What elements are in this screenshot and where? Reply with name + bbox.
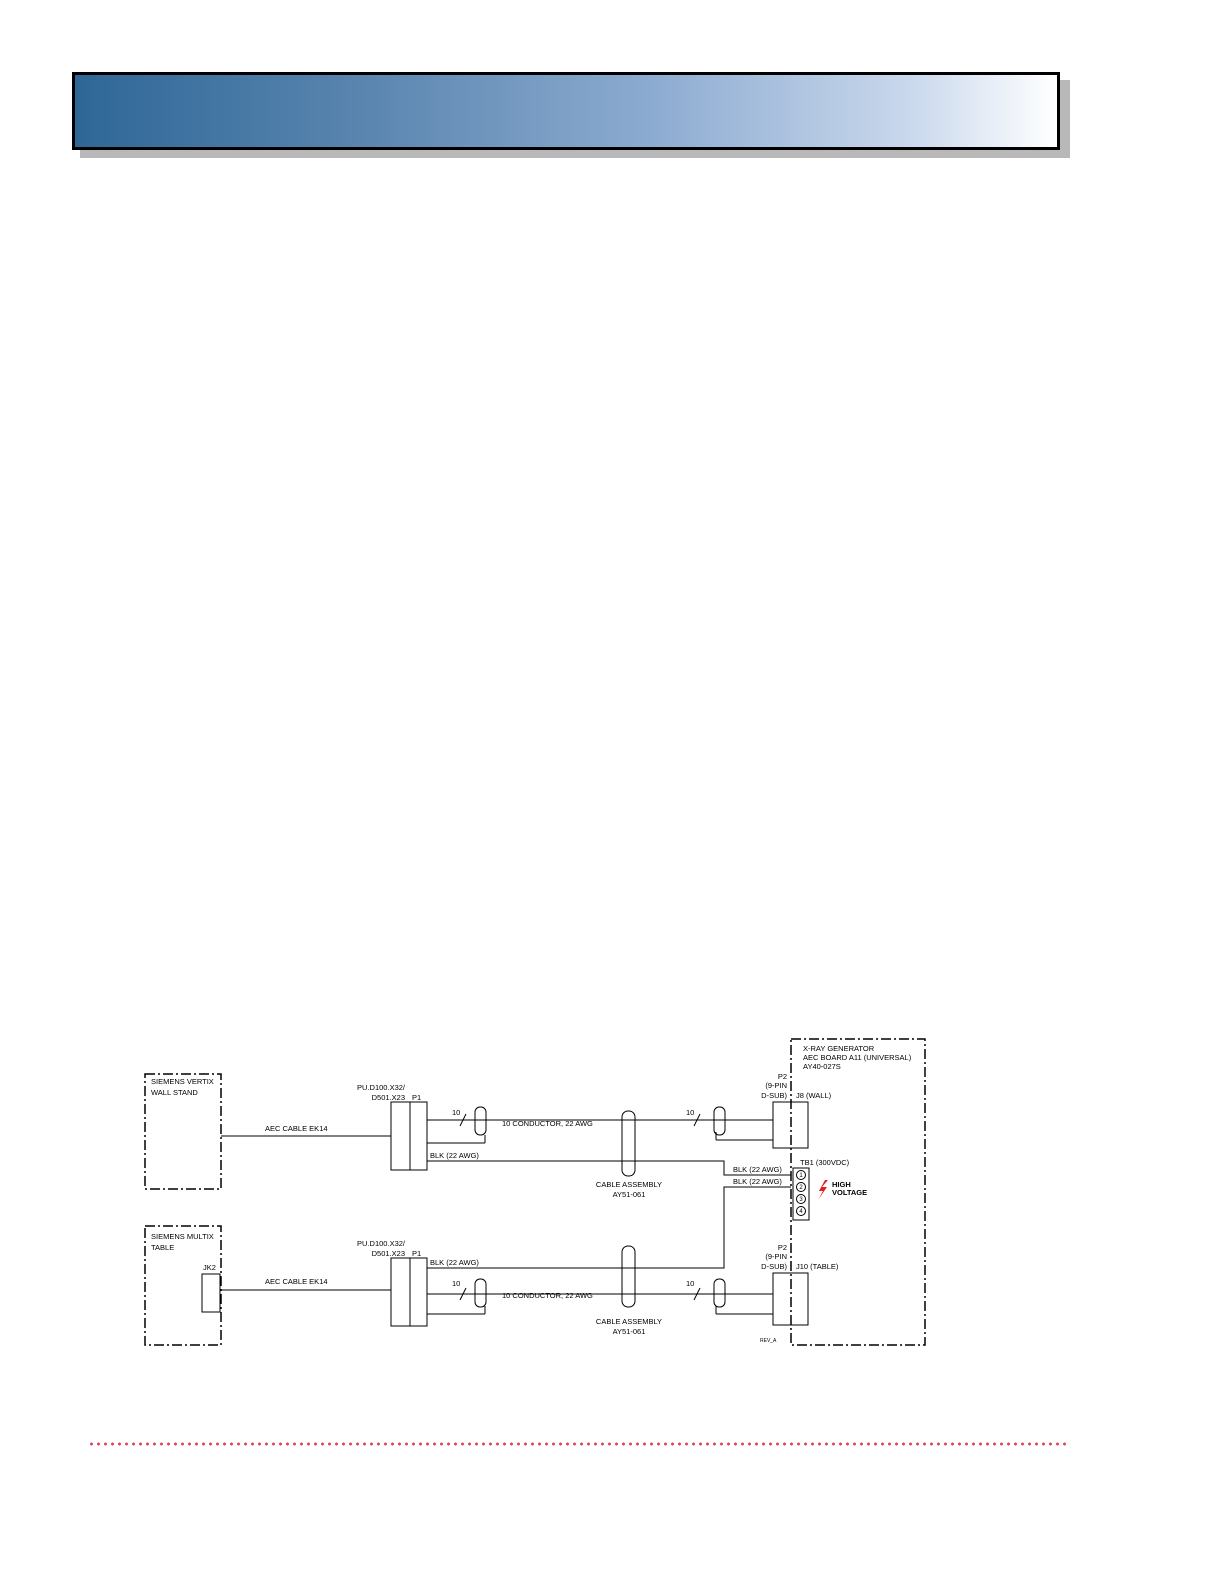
header-banner: [72, 72, 1060, 150]
wall-stand-name: SIEMENS VERTIX: [151, 1077, 214, 1086]
conductor-count-bottom-left: 10: [452, 1279, 460, 1288]
conductor-count-bottom-right: 10: [686, 1279, 694, 1288]
wall-stand-enclosure: [144, 1073, 222, 1190]
blk-top-label: BLK (22 AWG): [430, 1151, 479, 1160]
blk-wire-bottom: [427, 1186, 791, 1269]
tb1-terminal-4: 4: [799, 1209, 803, 1215]
tb1-terminal-1: 1: [799, 1173, 803, 1179]
j8-connector: [772, 1101, 809, 1149]
plug-top-p1: P1: [412, 1093, 421, 1102]
plug-bottom-label-line1: PU.D100.X32/: [357, 1239, 406, 1248]
high-voltage-label-line1: HIGH: [832, 1180, 851, 1189]
tb1-terminal-3: 3: [799, 1197, 803, 1203]
plug-p1-bottom: [390, 1257, 428, 1327]
cable-assembly-top-line1: CABLE ASSEMBLY: [596, 1180, 662, 1189]
generator-board: AEC BOARD A11 (UNIVERSAL): [803, 1053, 912, 1062]
p2-top-line1: P2: [778, 1072, 787, 1081]
aec-cable-top-label: AEC CABLE EK14: [265, 1124, 328, 1133]
p2-bottom-line1: P2: [778, 1243, 787, 1252]
shield-ferrule-bottom-right: [713, 1278, 726, 1308]
j8-label: J8 (WALL): [796, 1091, 832, 1100]
tb1-terminal-2: 2: [799, 1185, 803, 1191]
table-name: SIEMENS MULTIX: [151, 1232, 214, 1241]
shield-ferrule-top-right: [713, 1106, 726, 1136]
conductor-bottom-label: 10 CONDUCTOR, 22 AWG: [502, 1291, 593, 1300]
conductor-count-top-right: 10: [686, 1108, 694, 1117]
table-name-line2: TABLE: [151, 1243, 174, 1252]
plug-top-label-line2: D501.X23: [372, 1093, 405, 1102]
blk-tb1-top-label: BLK (22 AWG): [733, 1165, 782, 1174]
blk-bottom-label: BLK (22 AWG): [430, 1258, 479, 1267]
table-enclosure: [144, 1225, 222, 1346]
j10-label: J10 (TABLE): [796, 1262, 839, 1271]
plug-bottom-p1: P1: [412, 1249, 421, 1258]
cable-assembly-bottom-line2: AY51-061: [613, 1327, 646, 1336]
revision-label: REV_A: [760, 1338, 777, 1344]
shield-ferrule-top-left: [474, 1106, 487, 1136]
conductor-top-label: 10 CONDUCTOR, 22 AWG: [502, 1119, 593, 1128]
wall-stand-name-line2: WALL STAND: [151, 1088, 198, 1097]
blk-tb1-bottom-label: BLK (22 AWG): [733, 1177, 782, 1186]
plug-top-label-line1: PU.D100.X32/: [357, 1083, 406, 1092]
jk2-label: JK2: [203, 1263, 216, 1272]
high-voltage-icon: [818, 1180, 828, 1200]
p2-bottom-line3: D-SUB): [761, 1262, 787, 1271]
plug-bottom-label-line2: D501.X23: [372, 1249, 405, 1258]
generator-enclosure: [790, 1038, 926, 1346]
blk-wire-top: [427, 1160, 791, 1176]
high-voltage-label-line2: VOLTAGE: [832, 1188, 867, 1197]
generator-part: AY40-027S: [803, 1062, 841, 1071]
cable-assembly-bottom: [621, 1245, 636, 1308]
conductor-count-top-left: 10: [452, 1108, 460, 1117]
cable-assembly-top: [621, 1110, 636, 1177]
jk2-jack: [201, 1273, 221, 1313]
tb1-terminal-block: [792, 1167, 810, 1221]
footer-dotted-rule: [88, 1442, 1068, 1446]
plug-p1-top: [390, 1101, 428, 1171]
cable-assembly-bottom-line1: CABLE ASSEMBLY: [596, 1317, 662, 1326]
cable-assembly-top-line2: AY51-061: [613, 1190, 646, 1199]
generator-title: X-RAY GENERATOR: [803, 1044, 875, 1053]
aec-cable-bottom-label: AEC CABLE EK14: [265, 1277, 328, 1286]
j10-connector: [772, 1272, 809, 1326]
p2-top-line2: (9-PIN: [765, 1081, 787, 1090]
p2-top-line3: D-SUB): [761, 1091, 787, 1100]
tb1-label: TB1 (300VDC): [800, 1158, 850, 1167]
shield-ferrule-bottom-left: [474, 1278, 487, 1308]
p2-bottom-line2: (9-PIN: [765, 1252, 787, 1261]
